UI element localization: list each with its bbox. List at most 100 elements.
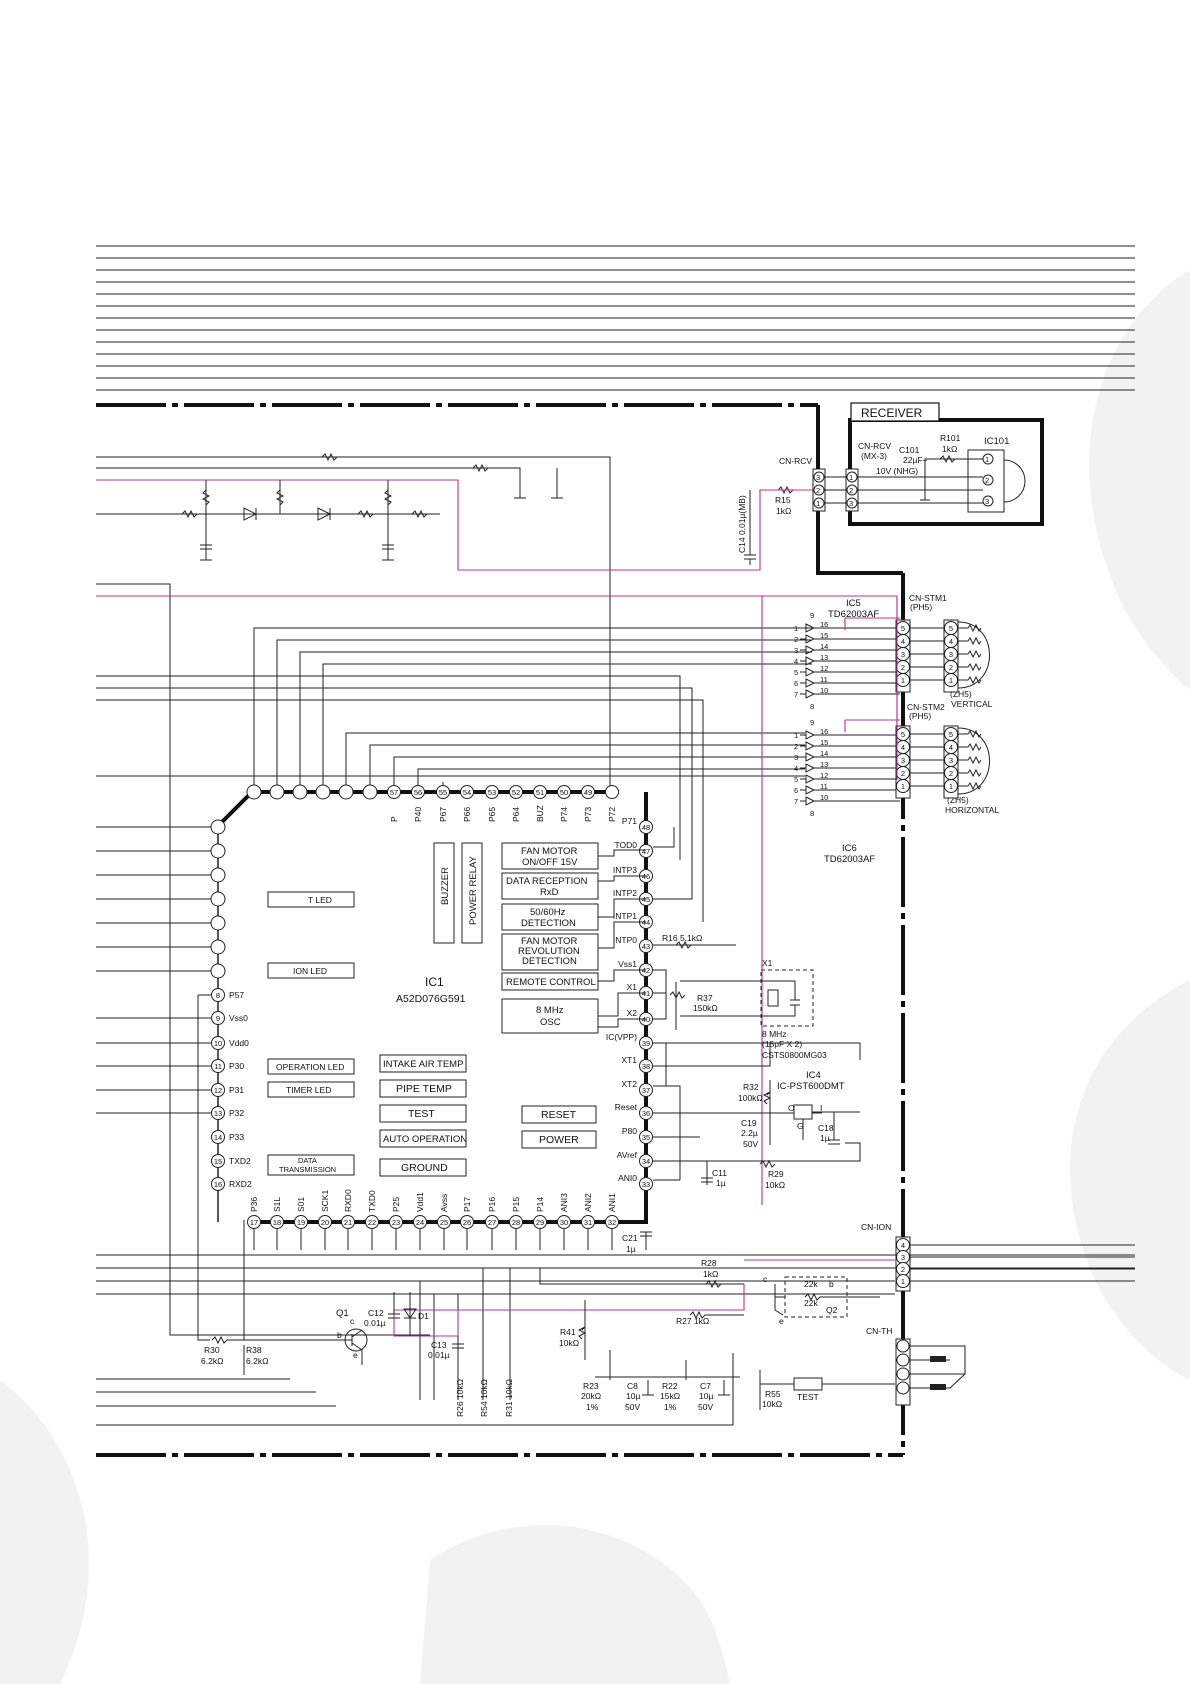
ic1-right-pin-label-14: AVref [617,1150,638,1160]
stm2-lead-0 [910,729,982,739]
r101-label: R101 [940,433,961,443]
ic1-bottom-pin-label-4: RXD0 [343,1189,353,1212]
data-tx-l2: TRANSMISSION [279,1165,336,1174]
ic1-left-pin-4-number: 12 [214,1086,222,1095]
r28-label: R28 [701,1258,717,1268]
ground-label: GROUND [401,1162,448,1174]
ic1-bottom-pin-7-circle [413,1215,427,1229]
test-label: TEST [408,1108,435,1120]
ic1-left-pin-label-5: P32 [229,1108,244,1118]
ic1-top-pin-5-circle [509,785,523,799]
ic5-out-1: 15 [820,631,828,640]
ic5-buffer-1 [800,634,900,644]
ic1-right-pin-11-circle [639,1083,653,1097]
ic1-top-pin-3-circle [460,785,474,799]
stm2-lead-4 [910,781,982,791]
ic1-top-pin-4-number: 53 [488,788,496,797]
ic1-bottom-pin-label-0: P36 [249,1197,259,1212]
ic1-bottom-pin-7-number: 24 [416,1218,424,1227]
ic1-left-pin-0-circle [211,988,225,1002]
ic1-left-pin-8-circle [211,1177,225,1191]
remote-label: REMOTE CONTROL [506,977,596,988]
ic1-bottom-pin-label-1: S1L [272,1197,282,1212]
stm1-lead-1 [910,636,982,646]
c7-rating: 50V [698,1402,713,1412]
ic1-left-pin-label-3: P30 [229,1061,244,1071]
r15-value: 1kΩ [776,506,791,516]
stm1-motor-pin-2-number: 3 [949,650,953,659]
q2-c: c [763,1274,768,1284]
ic1-right-pin-label-11: XT2 [621,1079,637,1089]
ic1-left-pin-label-0: P57 [229,990,244,1000]
c19-rating: 50V [743,1139,758,1149]
intake-box [379,1054,467,1073]
operation-led-box [267,1058,355,1075]
ic1-bottom-pin-13-circle [557,1215,571,1229]
power-relay-label: POWER RELAY [468,855,479,925]
c8-rating: 50V [625,1402,640,1412]
ic5-out-5: 11 [820,675,828,684]
stm2-pin-4-number: 1 [901,782,905,791]
ic1-bottom-pin-label-12: P14 [535,1197,545,1212]
ic6-part: TD62003AF [824,854,875,865]
ic1-top-pin-label-8: P73 [583,807,593,822]
ic1-top-pin-label-1: P40 [413,807,423,822]
c101-value: 22µF+ [903,455,928,465]
ic1-bottom-pin-label-11: P15 [511,1197,521,1212]
ic1-left-pin-label-6: P33 [229,1132,244,1142]
stm2-lead-3 [910,768,982,778]
ic1-bottom-pin-label-8: Avss [439,1194,449,1212]
ic1-top-pin-6-number: 51 [536,788,544,797]
test-box [379,1104,467,1123]
ic1-left-pin-6-number: 14 [214,1133,222,1142]
fan-rev-l2: REVOLUTION [518,946,580,957]
q2-label: Q2 [826,1305,838,1315]
ion-led-box [267,962,355,979]
ic4-reset: IC4 IC-PST600DMT O I G R32 100kΩ C19 2.2… [701,1070,860,1190]
reset-box [521,1105,597,1124]
ic6-out-1: 15 [820,738,828,747]
ic6-in-6: 7 [794,797,798,806]
ic1-left-pin-5-circle [211,1106,225,1120]
ic1-right-pin-12-circle [639,1106,653,1120]
cn-rcv-inner: CN-RCV [858,441,891,451]
r31-label: R31 10kΩ [504,1379,514,1417]
test-switch[interactable] [793,1377,823,1391]
auto-box [379,1129,467,1148]
hz-det-l1: 50/60Hz [530,907,566,918]
ic1-bottom-pin-label-3: SCK1 [320,1190,330,1212]
ic1-bottom-pin-label-14: ANI2 [583,1193,593,1212]
c11-value: 1µ [716,1178,726,1188]
ic6-vcc: 9 [810,718,814,727]
ic1-bottom-pin-label-10: P16 [487,1197,497,1212]
ic1-top-pin-label-6: BUZ [535,805,545,822]
stm2-motor-pin-4-number: 1 [949,782,953,791]
ic5-vcc: 9 [810,611,814,620]
ic1-left-pin-label-4: P31 [229,1085,244,1095]
ic6-out-2: 14 [820,749,828,758]
ic4-label: IC4 [806,1070,821,1081]
ic1-top-pin-label-0: P [389,816,399,822]
ic1-right-pin-label-0: P71 [622,816,637,826]
ic1-left-pin-3-number: 11 [214,1062,222,1071]
ic1-bottom-pin-label-9: P17 [462,1197,472,1212]
q1-e: e [353,1350,358,1360]
ic5-gnd: 8 [810,702,814,711]
ic6-buffer-3 [800,763,900,773]
r54-label: R54 10kΩ [479,1379,489,1417]
stm1-lead-3 [910,662,982,672]
ic6-buffer-1 [800,741,900,751]
ic1-bottom-pin-9-number: 26 [463,1218,471,1227]
ic1-outline: IC1 A52D076G591 [210,784,648,1224]
ic1-top-wiring [96,583,898,1336]
stm1-pin-2-number: 3 [901,650,905,659]
r38-label: R38 [246,1345,262,1355]
q2-r1: 22k [804,1279,818,1289]
ic1-bottom-pin-9-circle [460,1215,474,1229]
q1-label: Q1 [336,1308,349,1319]
ic1-right-wiring [598,596,861,1205]
data-tx-box [267,1154,355,1176]
intake-label: INTAKE AIR TEMP [383,1059,463,1070]
c8-value: 10µ [626,1391,640,1401]
